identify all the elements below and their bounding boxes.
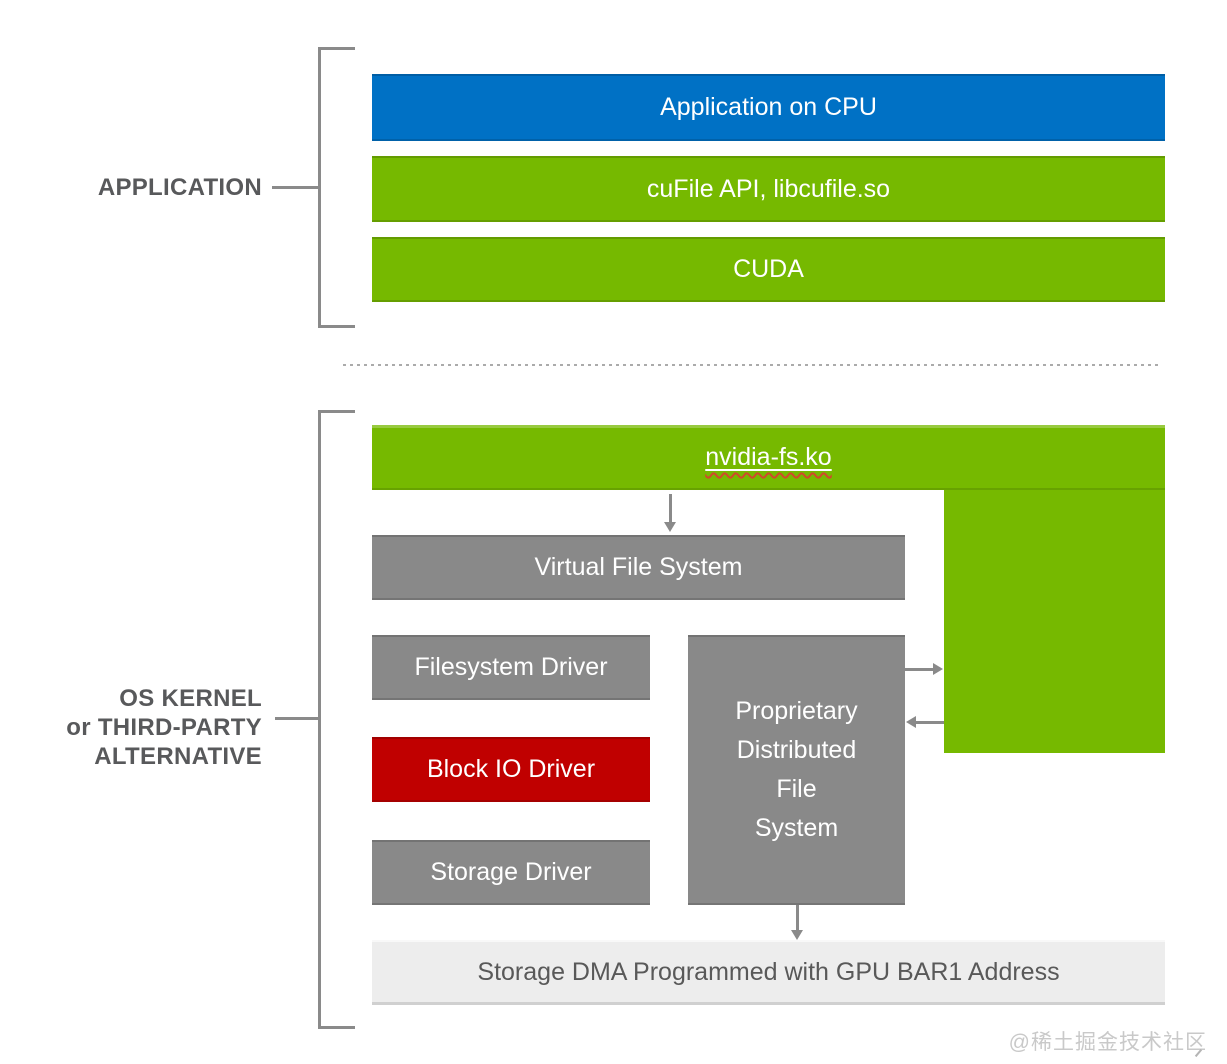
nvidia-fs-side-column: [944, 490, 1165, 753]
block-io-driver-label: Block IO Driver: [426, 755, 596, 783]
arrow-nvidiafs-to-vfs-line: [669, 494, 672, 522]
arrow-pdfs-to-dma-line: [796, 905, 799, 930]
storage-dma-box: Storage DMA Programmed with GPU BAR1 Add…: [372, 940, 1165, 1005]
application-on-cpu-label: Application on CPU: [660, 93, 877, 121]
nvidia-fs-box: nvidia-fs.ko: [372, 425, 1165, 490]
application-bracket-connector: [272, 186, 318, 189]
storage-driver-label: Storage Driver: [430, 858, 592, 886]
kernel-section-label: OS KERNEL or THIRD-PARTY ALTERNATIVE: [30, 684, 262, 771]
watermark-text: @稀土掘金技术社区: [1008, 1031, 1207, 1054]
virtual-file-system-box: Virtual File System: [372, 535, 905, 600]
arrow-pdfs-to-column-head: [933, 663, 943, 675]
arrow-column-to-pdfs-line: [916, 721, 944, 724]
proprietary-dfs-line-2: Distributed: [736, 736, 857, 764]
nvidia-fs-label: nvidia-fs.ko: [705, 443, 832, 471]
kernel-bracket-connector: [275, 717, 318, 720]
block-io-driver-box: Block IO Driver: [372, 737, 650, 802]
proprietary-dfs-line-3: File: [776, 775, 817, 803]
storage-dma-label: Storage DMA Programmed with GPU BAR1 Add…: [477, 958, 1060, 986]
storage-driver-box: Storage Driver: [372, 840, 650, 905]
kernel-label-line-2: or THIRD-PARTY: [66, 714, 262, 741]
dashed-divider: [343, 364, 1160, 366]
proprietary-dfs-label: Proprietary Distributed File System: [735, 692, 857, 848]
cuda-label: CUDA: [733, 255, 804, 283]
arrow-pdfs-to-column-line: [905, 668, 934, 671]
application-on-cpu-box: Application on CPU: [372, 74, 1165, 141]
nvidia-fs-squiggle-underline: nvidia-fs.ko: [705, 443, 831, 472]
cufile-api-label: cuFile API, libcufile.so: [646, 174, 891, 203]
proprietary-dfs-line-4: System: [754, 814, 839, 842]
arrow-nvidiafs-to-vfs-head: [664, 522, 676, 532]
cufile-api-box: cuFile API, libcufile.so: [372, 156, 1165, 222]
kernel-bracket: [318, 410, 355, 1029]
kernel-label-line-1: OS KERNEL: [119, 685, 262, 712]
virtual-file-system-label: Virtual File System: [534, 553, 743, 581]
application-section-label-text: APPLICATION: [97, 174, 262, 201]
filesystem-driver-label: Filesystem Driver: [414, 653, 608, 681]
proprietary-dfs-box: Proprietary Distributed File System: [688, 635, 905, 905]
cuda-box: CUDA: [372, 237, 1165, 302]
arrow-column-to-pdfs-head: [906, 716, 916, 728]
watermark: @稀土掘金技术社区: [1009, 1026, 1207, 1056]
application-section-label: APPLICATION: [30, 173, 262, 202]
proprietary-dfs-line-1: Proprietary: [735, 697, 858, 725]
application-bracket: [318, 47, 355, 328]
kernel-label-line-3: ALTERNATIVE: [94, 743, 262, 770]
arrow-pdfs-to-dma-head: [791, 930, 803, 940]
filesystem-driver-box: Filesystem Driver: [372, 635, 650, 700]
